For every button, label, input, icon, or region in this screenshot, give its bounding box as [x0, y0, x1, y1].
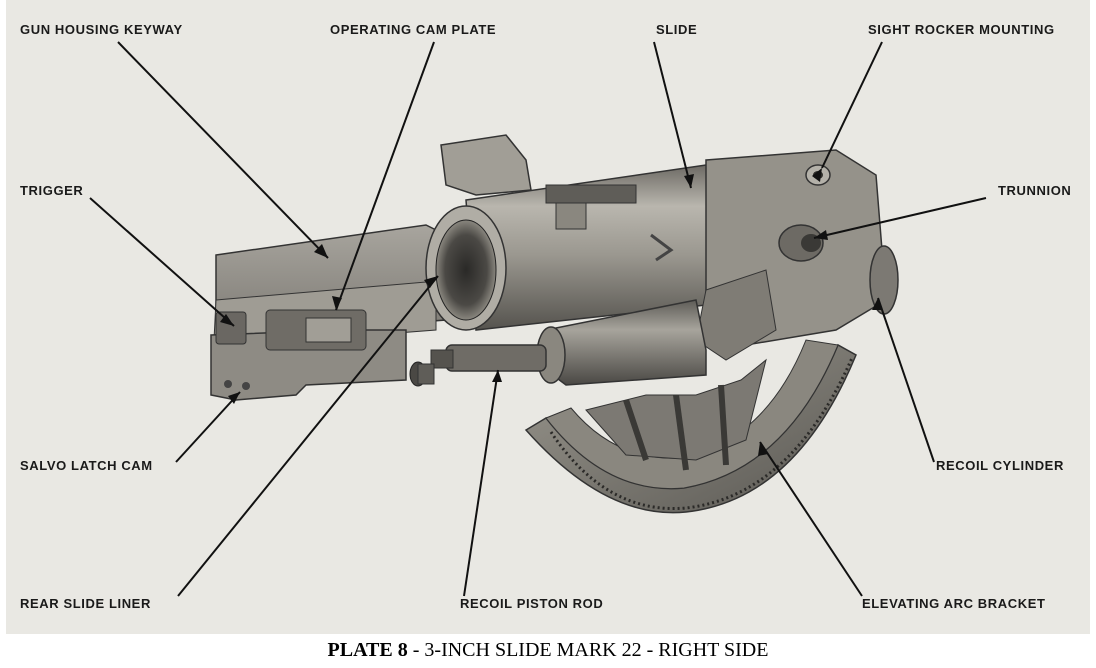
- label-recoil-piston-rod: RECOIL PISTON ROD: [460, 596, 604, 611]
- elevating-arc-bracket-shape: [524, 339, 857, 514]
- slide-tube-shape: [425, 164, 772, 331]
- label-slide: SLIDE: [656, 22, 698, 37]
- label-salvo-latch-cam: SALVO LATCH CAM: [20, 458, 153, 473]
- arrowheads: [220, 168, 882, 456]
- label-operating-cam-plate: OPERATING CAM PLATE: [330, 22, 497, 37]
- label-trigger: TRIGGER: [20, 183, 84, 198]
- recoil-cylinder-shape: [409, 299, 707, 387]
- label-rear-slide-liner: REAR SLIDE LINER: [20, 596, 151, 611]
- upper-bracket-shape: [440, 134, 532, 196]
- label-trunnion: TRUNNION: [998, 183, 1072, 198]
- caption-separator: -: [407, 639, 425, 661]
- label-elevating-arc-bracket: ELEVATING ARC BRACKET: [862, 596, 1046, 611]
- slide-assembly-drawing: [89, 41, 987, 597]
- label-recoil-cylinder: RECOIL CYLINDER: [936, 458, 1064, 473]
- plate-caption: PLATE 8 - 3-INCH SLIDE MARK 22 - RIGHT S…: [0, 636, 1096, 664]
- trunnion-housing-shape: [695, 149, 899, 361]
- label-gun-housing-keyway: GUN HOUSING KEYWAY: [20, 22, 183, 37]
- label-sight-rocker-mounting: SIGHT ROCKER MOUNTING: [868, 22, 1055, 37]
- plate-illustration: GUN HOUSING KEYWAY OPERATING CAM PLATE S…: [6, 0, 1090, 634]
- plate-number: PLATE 8: [327, 639, 408, 661]
- leader-lines: [89, 41, 987, 597]
- caption-description: 3-INCH SLIDE MARK 22 - RIGHT SIDE: [424, 639, 769, 661]
